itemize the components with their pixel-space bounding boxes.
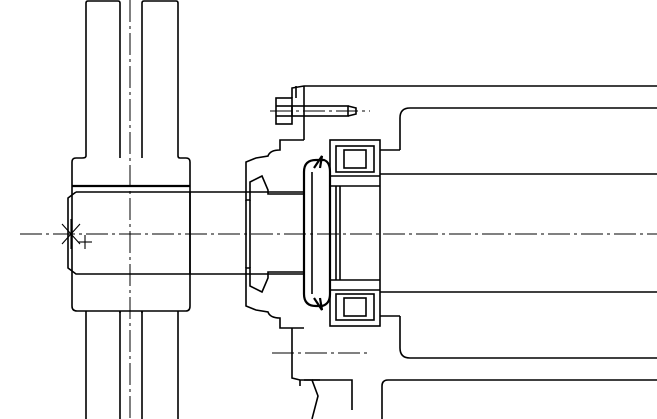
cavity-bottom: [399, 316, 657, 359]
shaft: [67, 191, 304, 275]
cavity-top: [399, 107, 657, 150]
bearing-roller-lower: [335, 293, 375, 321]
cover-lower-outline: [245, 267, 304, 329]
spoke-upper-right-cap: [141, 0, 179, 4]
seal-ring: [302, 158, 332, 308]
housing: [291, 85, 657, 419]
housing-lower-flange: [312, 379, 353, 410]
shaft-end-chamfer: [67, 191, 190, 275]
spoke-upper-left-cap: [85, 0, 121, 4]
bearing-cover: [245, 97, 370, 354]
housing-lower-left-edge: [291, 328, 319, 419]
pulley: [71, 0, 191, 419]
housing-bottom-inner: [381, 379, 657, 419]
cover-upper-outline: [245, 139, 304, 201]
pulley-hub-outline: [71, 155, 191, 312]
bearing: [302, 139, 381, 327]
seal-lip-lower: [313, 297, 324, 311]
bearing-roller-upper: [335, 145, 375, 173]
housing-top-edge: [291, 85, 657, 98]
crosshair-cursor-icon: [61, 219, 92, 249]
seal-lip-upper: [313, 155, 324, 169]
